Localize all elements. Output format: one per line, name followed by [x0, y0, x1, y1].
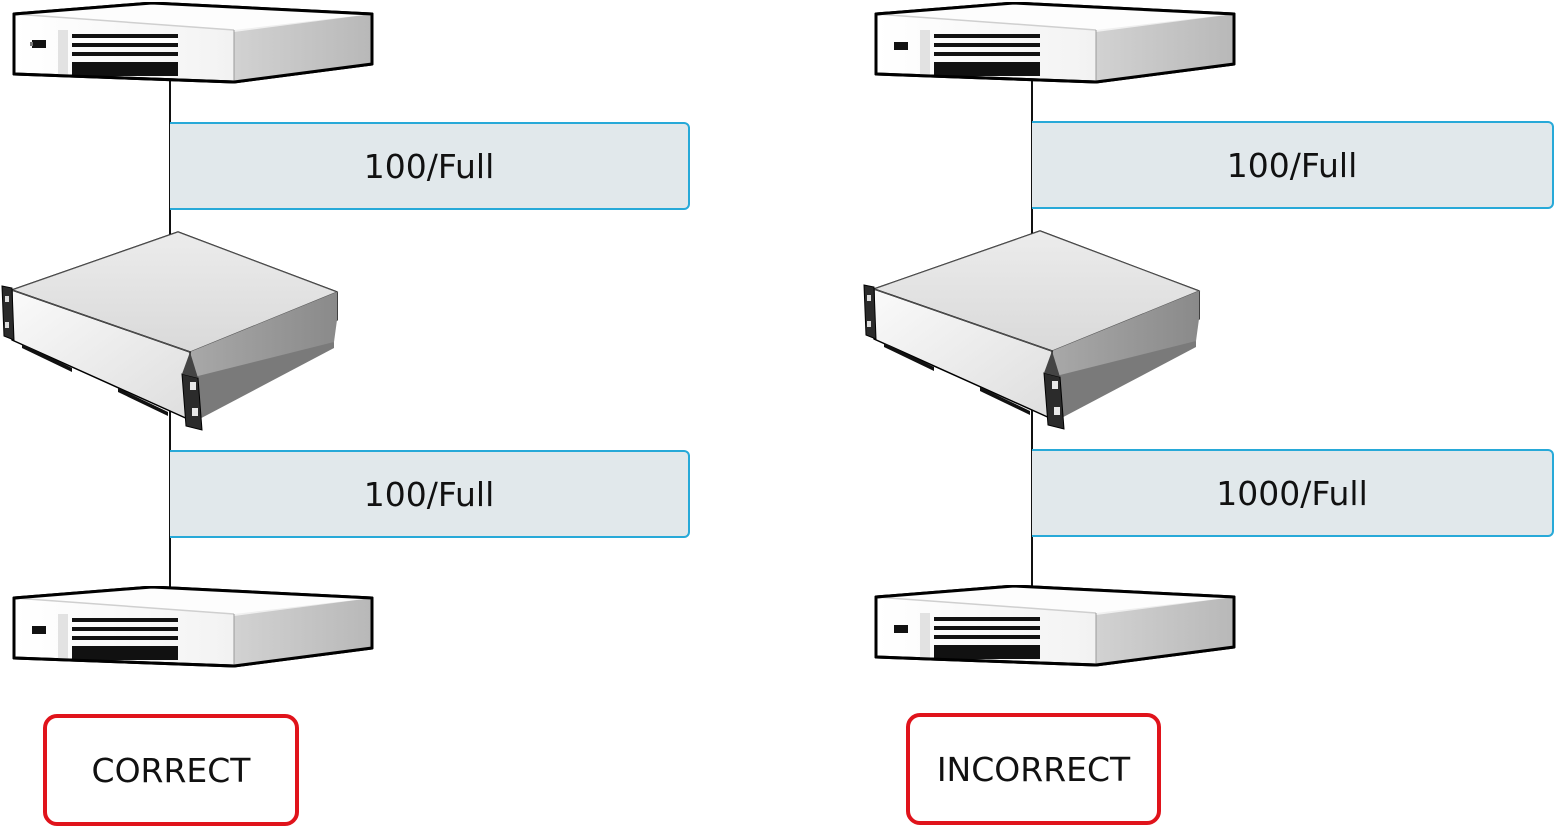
link-speed-label-upper: 100/Full [170, 122, 690, 210]
server-icon [12, 586, 374, 668]
link-speed-label-lower: 100/Full [170, 450, 690, 538]
switch-icon [863, 230, 1201, 430]
link-speed-text: 100/Full [363, 474, 495, 514]
link-speed-text: 100/Full [363, 146, 495, 186]
verdict-badge: CORRECT [43, 714, 299, 826]
server-icon [12, 2, 374, 84]
diagram-panel-incorrect: 100/Full 1000/Full [862, 0, 1555, 834]
verdict-text: INCORRECT [936, 749, 1131, 789]
verdict-text: CORRECT [91, 750, 251, 790]
verdict-badge: INCORRECT [906, 713, 1161, 825]
server-icon [874, 2, 1236, 84]
link-speed-text: 100/Full [1226, 145, 1358, 185]
link-speed-label-upper: 100/Full [1032, 121, 1554, 209]
switch-icon [1, 231, 339, 431]
diagram-panel-correct: 100/Full 100/Full [1, 2, 690, 826]
link-speed-text: 1000/Full [1216, 473, 1368, 513]
link-speed-label-lower: 1000/Full [1032, 449, 1554, 537]
server-icon [874, 585, 1236, 667]
